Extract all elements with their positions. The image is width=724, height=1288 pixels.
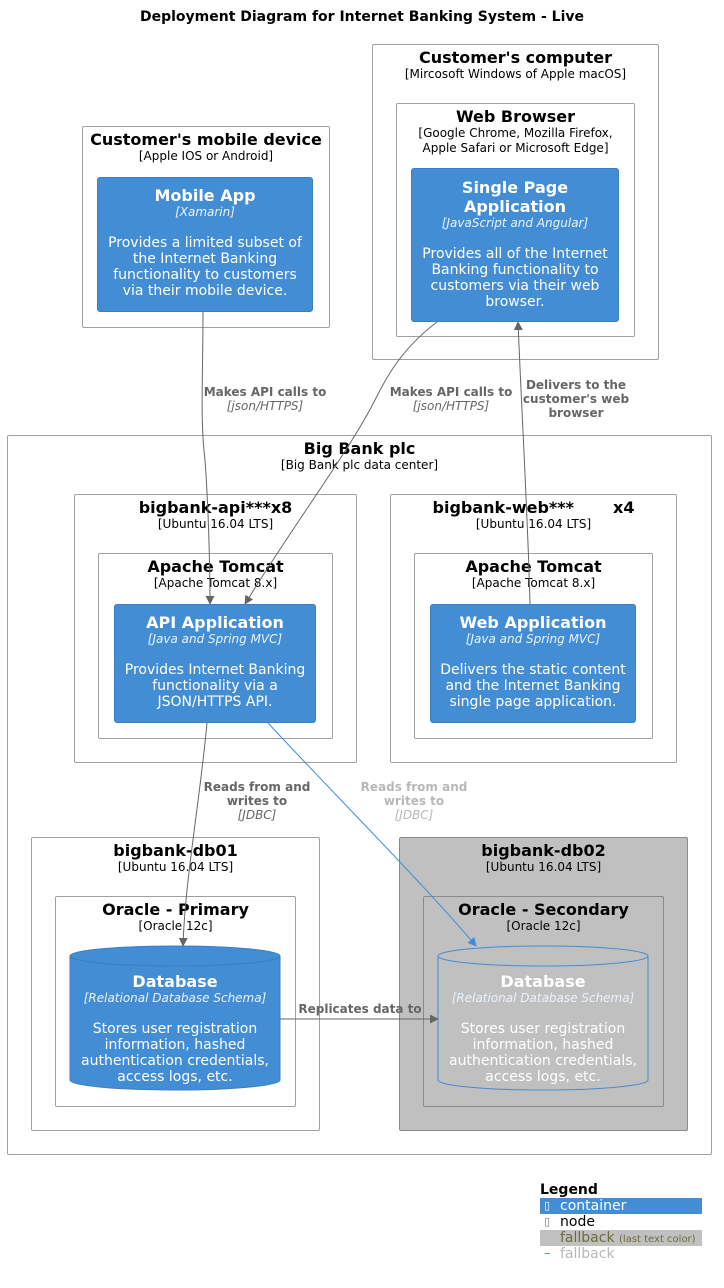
container-title: Web Application bbox=[459, 613, 607, 632]
container-database-primary: Database [Relational Database Schema] St… bbox=[70, 972, 280, 1085]
container-technology: [Xamarin] bbox=[175, 205, 235, 219]
node-subtitle: [Apple IOS or Android] bbox=[138, 149, 274, 163]
legend-item-fallback-line: – fallback bbox=[544, 1246, 615, 1262]
node-subtitle: [Ubuntu 16.04 LTS] bbox=[475, 517, 592, 531]
node-subtitle: [Oracle 12c] bbox=[138, 919, 213, 933]
database-secondary-cylinder[interactable] bbox=[437, 945, 649, 1091]
container-technology: [Java and Spring MVC] bbox=[465, 632, 601, 646]
container-api-application[interactable]: API Application [Java and Spring MVC] Pr… bbox=[114, 604, 316, 723]
container-description: Stores user registration information, ha… bbox=[81, 1021, 269, 1085]
node-subtitle: Apple Safari or Microsoft Edge] bbox=[422, 141, 609, 155]
node-title: bigbank-web*** x4 bbox=[432, 498, 635, 517]
node-title: bigbank-db01 bbox=[113, 841, 238, 860]
node-subtitle: [Ubuntu 16.04 LTS] bbox=[485, 860, 602, 874]
node-title: Oracle - Secondary bbox=[458, 900, 629, 919]
node-subtitle: [Ubuntu 16.04 LTS] bbox=[117, 860, 234, 874]
diagram-title: Deployment Diagram for Internet Banking … bbox=[139, 9, 585, 25]
legend-item-fallback: fallback (last text color) bbox=[540, 1230, 702, 1246]
legend: Legend ▯ container ▯ node fallback (last… bbox=[540, 1182, 702, 1262]
relation-mobile-to-api-arrow bbox=[201, 311, 215, 605]
node-subtitle: [Apache Tomcat 8.x] bbox=[471, 576, 596, 590]
legend-item-node: ▯ node bbox=[544, 1214, 595, 1230]
relation-api-to-db-secondary-arrow bbox=[267, 722, 477, 947]
fallback-line-icon: – bbox=[544, 1246, 551, 1261]
container-web-application[interactable]: Web Application [Java and Spring MVC] De… bbox=[430, 604, 636, 723]
container-swatch-icon: ▯ bbox=[544, 1199, 551, 1212]
relation-label-web-to-spa: Delivers to the customer's web browser bbox=[522, 378, 630, 420]
container-technology: [JavaScript and Angular] bbox=[441, 216, 589, 230]
database-primary-cylinder[interactable] bbox=[69, 945, 281, 1091]
container-title: Application bbox=[463, 197, 567, 216]
container-description: Stores user registration information, ha… bbox=[449, 1021, 637, 1085]
container-title: Database bbox=[132, 972, 218, 991]
node-title: bigbank-api***x8 bbox=[138, 498, 293, 517]
relation-web-to-spa-arrow bbox=[513, 321, 531, 605]
node-title: Apache Tomcat bbox=[147, 557, 284, 576]
node-title: Apache Tomcat bbox=[465, 557, 602, 576]
node-title: Customer's mobile device bbox=[90, 130, 322, 149]
relation-label-api-to-db-secondary: Reads from and writes to [JDBC] bbox=[360, 780, 468, 822]
container-title: Mobile App bbox=[154, 186, 256, 205]
node-subtitle: [Ubuntu 16.04 LTS] bbox=[157, 517, 274, 531]
container-single-page-application[interactable]: Single Page Application [JavaScript and … bbox=[411, 168, 619, 322]
container-title: API Application bbox=[146, 613, 284, 632]
legend-item-container: ▯ container bbox=[540, 1198, 702, 1214]
relation-label-spa-to-api: Makes API calls to [json/HTTPS] bbox=[389, 385, 513, 413]
container-technology: [Relational Database Schema] bbox=[451, 991, 635, 1005]
node-title: Customer's computer bbox=[418, 48, 613, 67]
container-title: Single Page bbox=[461, 178, 569, 197]
relation-label-mobile-to-api: Makes API calls to [json/HTTPS] bbox=[203, 385, 327, 413]
container-title: Database bbox=[500, 972, 586, 991]
relation-spa-to-api-arrow bbox=[244, 321, 438, 605]
container-technology: [Java and Spring MVC] bbox=[147, 632, 283, 646]
node-subtitle: [Google Chrome, Mozilla Firefox, bbox=[418, 126, 613, 140]
container-description: Provides a limited subset of the Interne… bbox=[108, 235, 302, 299]
node-subtitle: [Oracle 12c] bbox=[506, 919, 581, 933]
container-mobile-app[interactable]: Mobile App [Xamarin] Provides a limited … bbox=[97, 177, 313, 312]
node-subtitle: [Mircosoft Windows of Apple macOS] bbox=[404, 67, 627, 81]
container-technology: [Relational Database Schema] bbox=[83, 991, 267, 1005]
relation-api-to-db-primary-arrow bbox=[178, 722, 208, 947]
container-description: Provides all of the Internet Banking fun… bbox=[422, 246, 608, 310]
node-subtitle: [Big Bank plc data center] bbox=[280, 458, 439, 472]
container-database-secondary: Database [Relational Database Schema] St… bbox=[438, 972, 648, 1085]
relation-label-api-to-db-primary: Reads from and writes to [JDBC] bbox=[203, 780, 311, 822]
container-description: Provides Internet Banking functionality … bbox=[124, 662, 306, 710]
legend-title: Legend bbox=[540, 1182, 598, 1198]
container-description: Delivers the static content and the Inte… bbox=[440, 662, 626, 710]
relation-label-replication: Replicates data to bbox=[298, 1002, 422, 1016]
node-title: Big Bank plc bbox=[303, 439, 416, 458]
node-title: bigbank-db02 bbox=[481, 841, 606, 860]
node-title: Web Browser bbox=[455, 107, 576, 126]
node-subtitle: [Apache Tomcat 8.x] bbox=[153, 576, 278, 590]
node-title: Oracle - Primary bbox=[102, 900, 249, 919]
node-swatch-icon: ▯ bbox=[544, 1215, 551, 1228]
